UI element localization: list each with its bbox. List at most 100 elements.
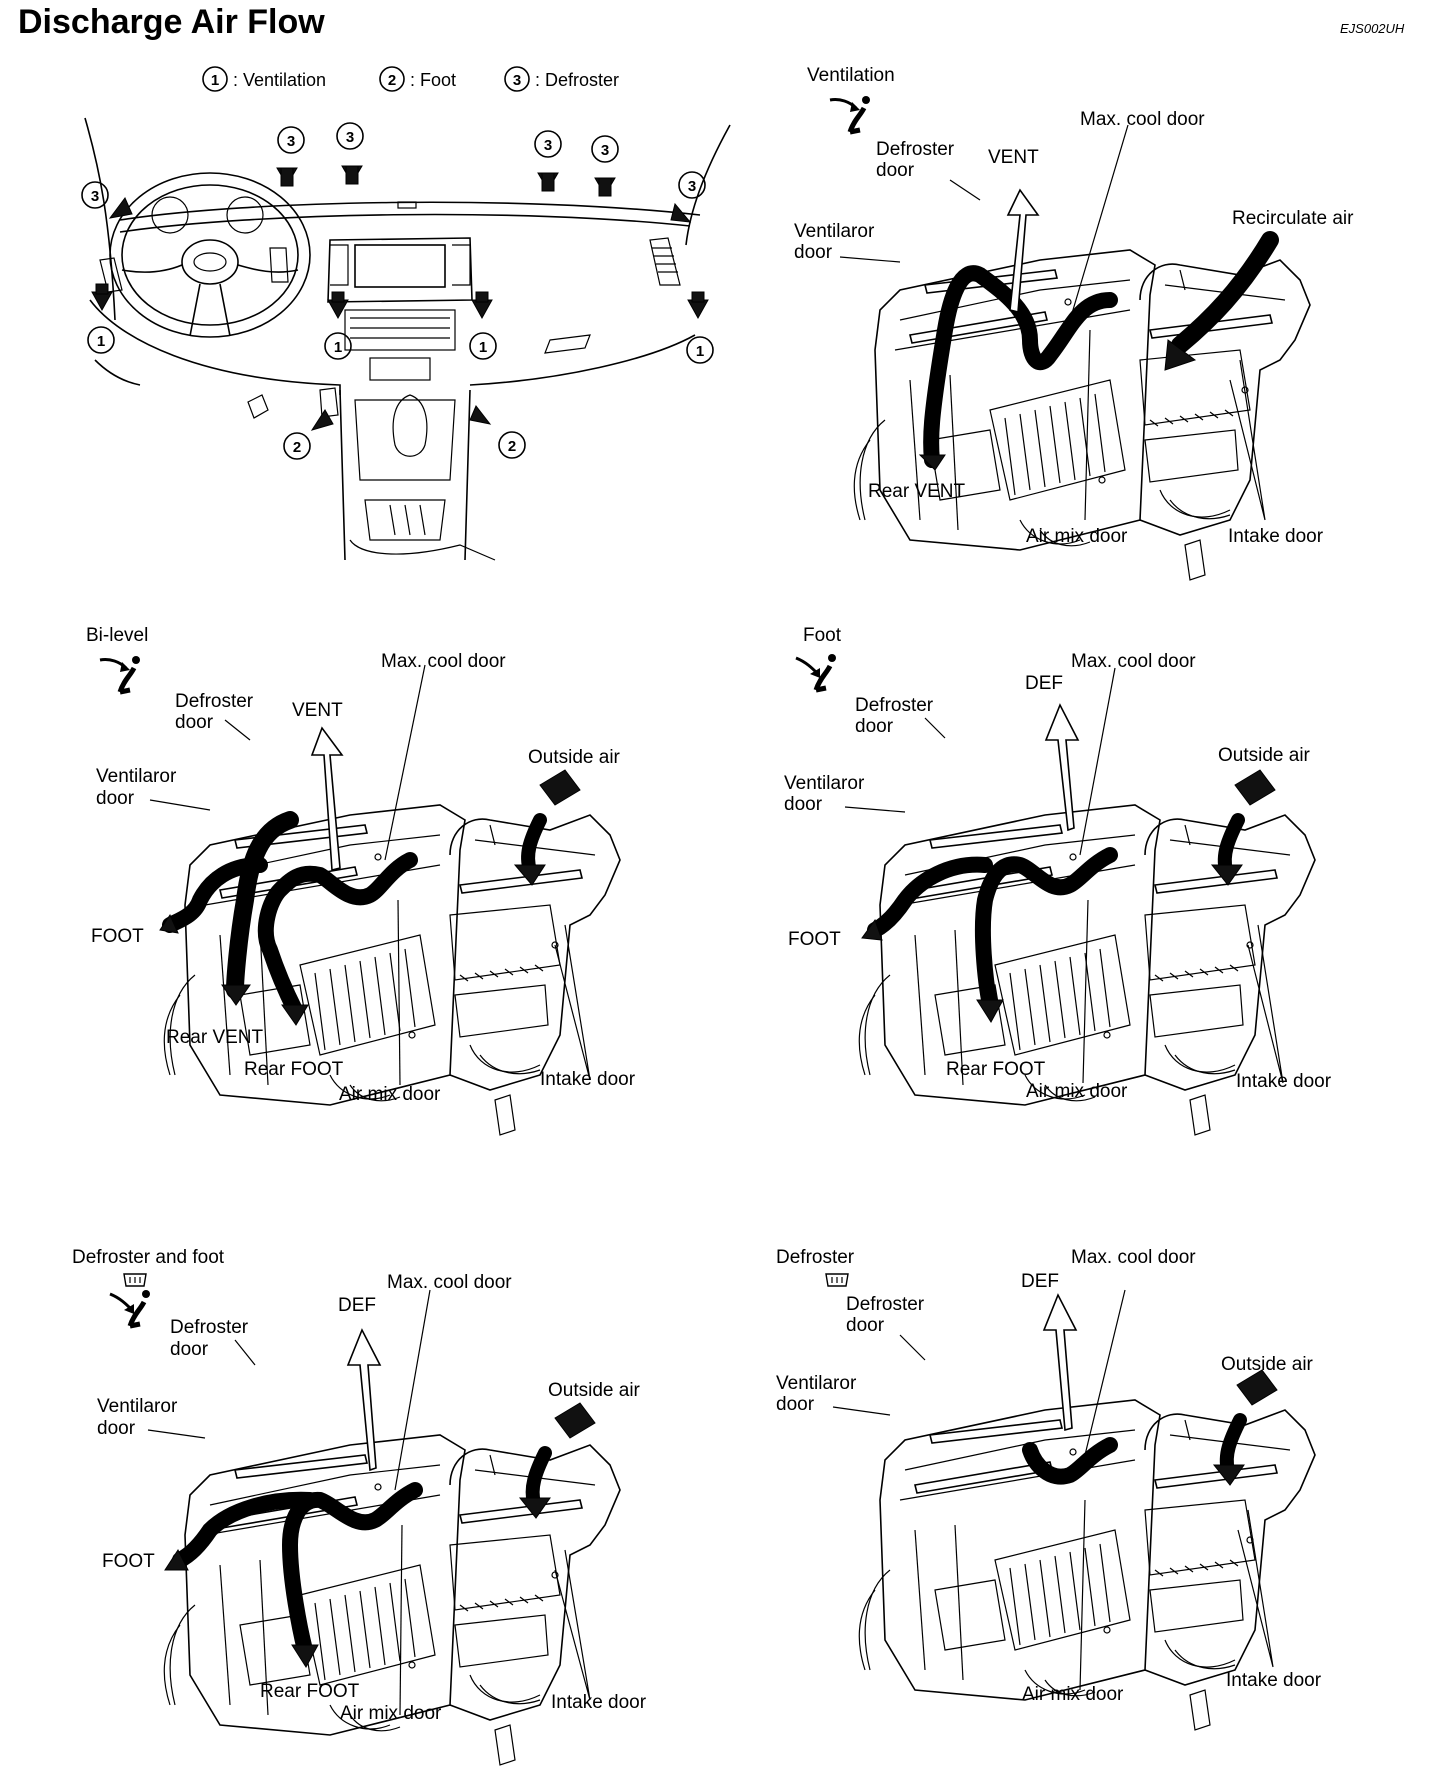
defroster-foot-max-cool-door-label: Max. cool door xyxy=(387,1272,512,1293)
defroster-foot-ventilaror-door-label-1: Ventilaror xyxy=(97,1396,178,1417)
vent-flow-arrow xyxy=(1006,188,1040,314)
ventilation-vent-label: VENT xyxy=(988,147,1039,168)
ventilation-air-mix-door-label: Air mix door xyxy=(1026,526,1128,547)
foot-intake-door-label: Intake door xyxy=(1236,1071,1332,1092)
bilevel-outside-air-label: Outside air xyxy=(528,747,621,768)
legend-defroster-num: 3 xyxy=(513,72,521,89)
ventilation-ventilaror-door-label-2: door xyxy=(794,242,833,263)
defroster-foot-ventilaror-door-label-2: door xyxy=(97,1418,136,1439)
legend-ventilation-num: 1 xyxy=(211,72,219,89)
defroster-ventilaror-door-label-1: Ventilaror xyxy=(776,1373,857,1394)
bilevel-vent-flow-arrow xyxy=(310,726,344,872)
defroster-foot-foot-label: FOOT xyxy=(102,1551,155,1572)
doc-code: EJS002UH xyxy=(1340,21,1405,36)
bilevel-rear-foot-flow-arrow xyxy=(257,852,418,1018)
defroster-ventilaror-door-label-2: door xyxy=(776,1394,815,1415)
callout-ventilation-4: 1 xyxy=(696,343,704,360)
foot-mode-icon xyxy=(796,654,836,690)
panel-defroster-foot: Defroster and foot Max. cool door DEF De… xyxy=(72,1247,647,1766)
defroster-intake-door-label: Intake door xyxy=(1226,1670,1322,1691)
foot-def-flow-arrow xyxy=(1044,703,1080,832)
callout-defroster-6: 3 xyxy=(688,178,696,195)
bilevel-air-mix-door-label: Air mix door xyxy=(339,1084,441,1105)
callout-defroster-5: 3 xyxy=(91,188,99,205)
bilevel-rear-foot-label: Rear FOOT xyxy=(244,1059,344,1080)
bilevel-mode-label: Bi-level xyxy=(86,625,148,646)
defroster-outside-air-label: Outside air xyxy=(1221,1354,1314,1375)
panel-bilevel: Bi-level Max. cool door Defroster door V… xyxy=(86,625,636,1136)
bilevel-intake-door-label: Intake door xyxy=(540,1069,636,1090)
ventilation-ventilaror-door-label-1: Ventilaror xyxy=(794,221,875,242)
callout-foot-1: 2 xyxy=(293,439,301,456)
bilevel-rear-vent-flow-arrow xyxy=(226,811,299,999)
foot-rear-foot-label: Rear FOOT xyxy=(946,1059,1046,1080)
callout-defroster-3: 3 xyxy=(544,137,552,154)
ventilation-max-cool-door-label: Max. cool door xyxy=(1080,109,1205,130)
foot-foot-label: FOOT xyxy=(788,929,841,950)
defroster-foot-def-icon xyxy=(123,1273,147,1287)
defroster-air-mix-door-label: Air mix door xyxy=(1022,1684,1124,1705)
bilevel-foot-label: FOOT xyxy=(91,926,144,947)
ventilation-intake-door-label: Intake door xyxy=(1228,526,1324,547)
defroster-foot-mode-icon xyxy=(110,1290,150,1326)
callout-defroster-4: 3 xyxy=(601,142,609,159)
defroster-foot-def-flow-arrow xyxy=(346,1328,382,1472)
bilevel-ventilaror-door-label-1: Ventilaror xyxy=(96,766,177,787)
panel-defroster: Defroster Max. cool door DEF Defroster d… xyxy=(776,1247,1322,1731)
legend-defroster: : Defroster xyxy=(535,70,619,90)
foot-mode-label: Foot xyxy=(803,625,842,646)
foot-def-label: DEF xyxy=(1025,673,1063,694)
foot-rear-foot-flow-arrow xyxy=(974,847,1118,1013)
dashboard-callouts: 3 3 3 3 3 3 1 1 1 1 2 2 xyxy=(81,122,714,460)
bilevel-ventilaror-door-label-2: door xyxy=(96,788,135,809)
defroster-foot-air-mix-door-label: Air mix door xyxy=(340,1703,442,1724)
legend-ventilation: : Ventilation xyxy=(233,70,326,90)
bilevel-max-cool-door-label: Max. cool door xyxy=(381,651,506,672)
foot-foot-flow-arrow xyxy=(867,856,993,938)
defroster-foot-defroster-door-label-2: door xyxy=(170,1339,209,1360)
defroster-def-label: DEF xyxy=(1021,1271,1059,1292)
bilevel-vent-label: VENT xyxy=(292,700,343,721)
bilevel-foot-flow-arrow xyxy=(162,857,268,933)
legend-foot: : Foot xyxy=(410,70,456,90)
defroster-mode-label: Defroster xyxy=(776,1247,855,1268)
intake-flow-arrow xyxy=(1171,231,1279,354)
callout-ventilation-1: 1 xyxy=(97,333,105,350)
defroster-defroster-door-label-2: door xyxy=(846,1315,885,1336)
foot-outside-air-label: Outside air xyxy=(1218,745,1311,766)
callout-foot-2: 2 xyxy=(508,438,516,455)
panel-ventilation: Ventilation Max. cool door Defroster doo… xyxy=(794,65,1354,581)
dashboard-illustration xyxy=(84,117,731,561)
defroster-foot-defroster-door-label-1: Defroster xyxy=(170,1317,249,1338)
legend: 1 : Ventilation 2 : Foot 3 : Defroster xyxy=(202,66,619,92)
ventilation-defroster-door-label-2: door xyxy=(876,160,915,181)
bilevel-mode-icon xyxy=(100,656,140,692)
defroster-mode-icon xyxy=(825,1273,849,1287)
foot-max-cool-door-label: Max. cool door xyxy=(1071,651,1196,672)
defroster-foot-outside-air-label: Outside air xyxy=(548,1380,641,1401)
foot-defroster-door-label-2: door xyxy=(855,716,894,737)
callout-defroster-2: 3 xyxy=(346,129,354,146)
defroster-intake-flow-arrow xyxy=(1022,1437,1118,1485)
ventilation-mode-icon xyxy=(830,96,870,132)
legend-foot-num: 2 xyxy=(388,72,396,89)
foot-air-mix-door-label: Air mix door xyxy=(1026,1081,1128,1102)
defroster-defroster-door-label-1: Defroster xyxy=(846,1294,925,1315)
defroster-foot-foot-flow-arrow xyxy=(172,1491,318,1568)
defroster-foot-def-label: DEF xyxy=(338,1295,376,1316)
ventilation-defroster-door-label-1: Defroster xyxy=(876,139,955,160)
callout-defroster-1: 3 xyxy=(287,133,295,150)
foot-ventilaror-door-label-1: Ventilaror xyxy=(784,773,865,794)
callout-ventilation-3: 1 xyxy=(479,339,487,356)
defroster-foot-rear-foot-label: Rear FOOT xyxy=(260,1681,360,1702)
bilevel-rear-vent-label: Rear VENT xyxy=(166,1027,264,1048)
page-title: Discharge Air Flow xyxy=(18,3,325,41)
rear-vent-flow-arrow xyxy=(923,265,1118,468)
foot-defroster-door-label-1: Defroster xyxy=(855,695,934,716)
foot-ventilaror-door-label-2: door xyxy=(784,794,823,815)
callout-ventilation-2: 1 xyxy=(334,339,342,356)
ventilation-recirculate-air-label: Recirculate air xyxy=(1232,208,1354,229)
defroster-foot-mode-label: Defroster and foot xyxy=(72,1247,225,1268)
defroster-def-flow-arrow xyxy=(1042,1293,1078,1432)
